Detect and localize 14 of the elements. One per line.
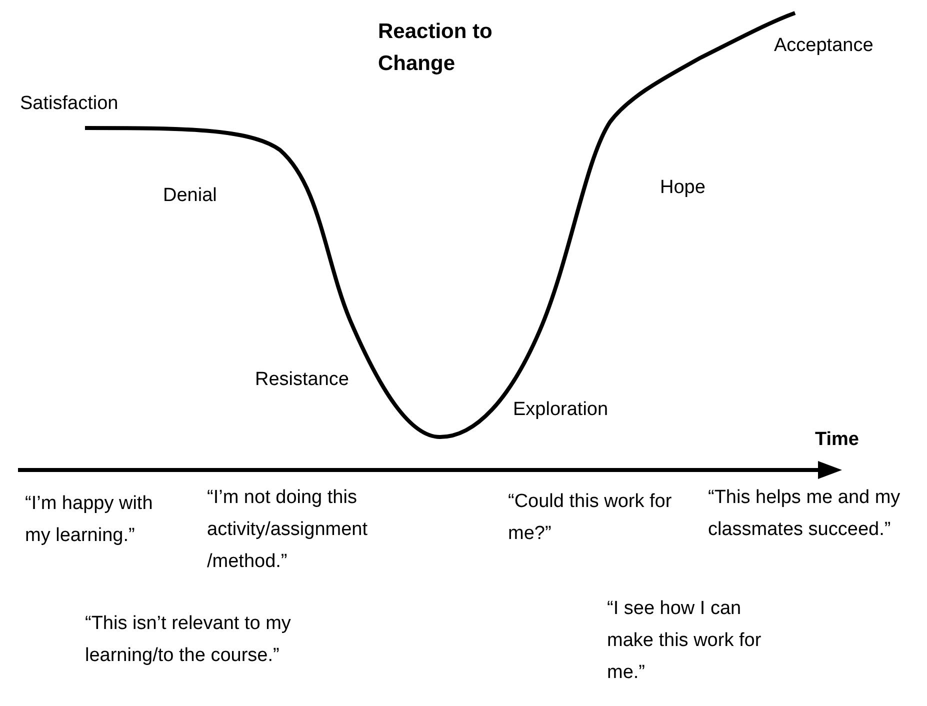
- stage-label: Hope: [660, 176, 706, 200]
- quote: “I see how I can make this work for me.”: [607, 597, 762, 685]
- stage-label: Satisfaction: [20, 92, 118, 116]
- stage-label: Resistance: [255, 368, 349, 392]
- quote: “This isn’t relevant to my learning/to the course.”: [85, 612, 292, 668]
- quote: “This helps me and my classmates succeed.”: [708, 486, 902, 542]
- quote: “I’m not doing this activity/assignment /method.”: [207, 486, 369, 574]
- quote: “I’m happy with my learning.”: [25, 492, 154, 548]
- stage-label: Exploration: [513, 398, 608, 422]
- stage-label: Denial: [163, 184, 217, 208]
- stage-label: Acceptance: [774, 34, 874, 58]
- axis-label: Time: [815, 428, 860, 452]
- diagram-title: Reaction to Change: [378, 19, 494, 77]
- quote: “Could this work for me?”: [508, 490, 673, 546]
